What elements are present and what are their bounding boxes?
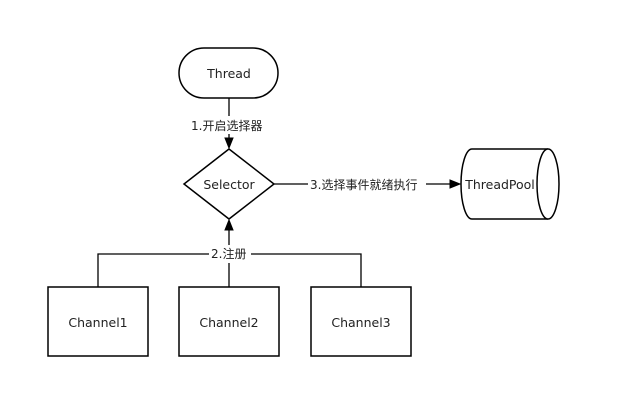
node-selector: Selector — [182, 148, 276, 220]
channel2-shape — [178, 286, 280, 357]
selector-label: Selector — [203, 177, 255, 192]
arrowhead-right — [449, 179, 462, 189]
channel3-shape — [310, 286, 412, 357]
selector-shape — [182, 148, 276, 220]
node-channel1: Channel1 — [47, 286, 149, 357]
arrowhead-down — [224, 137, 234, 150]
channel2-label: Channel2 — [199, 315, 258, 330]
thread-shape — [178, 47, 279, 99]
edge-label-open-selector: 1.开启选择器 — [191, 119, 262, 133]
arrowhead-up — [224, 218, 234, 231]
threadpool-label: ThreadPool — [464, 177, 535, 192]
node-channel3: Channel3 — [310, 286, 412, 357]
label-bg-open-selector — [189, 116, 271, 134]
node-threadpool: ThreadPool — [460, 148, 560, 220]
threadpool-rim — [536, 148, 549, 220]
edge-label-register: 2.注册 — [211, 246, 246, 261]
label-bg-register — [209, 245, 251, 263]
thread-label: Thread — [206, 66, 251, 81]
channel3-label: Channel3 — [331, 315, 390, 330]
channel1-shape — [47, 286, 149, 357]
node-thread: Thread — [178, 47, 279, 99]
edge-label-dispatch: 3.选择事件就绪执行 — [310, 178, 417, 192]
label-bg-dispatch — [308, 176, 426, 194]
node-channel2: Channel2 — [178, 286, 280, 357]
channel1-label: Channel1 — [68, 315, 127, 330]
